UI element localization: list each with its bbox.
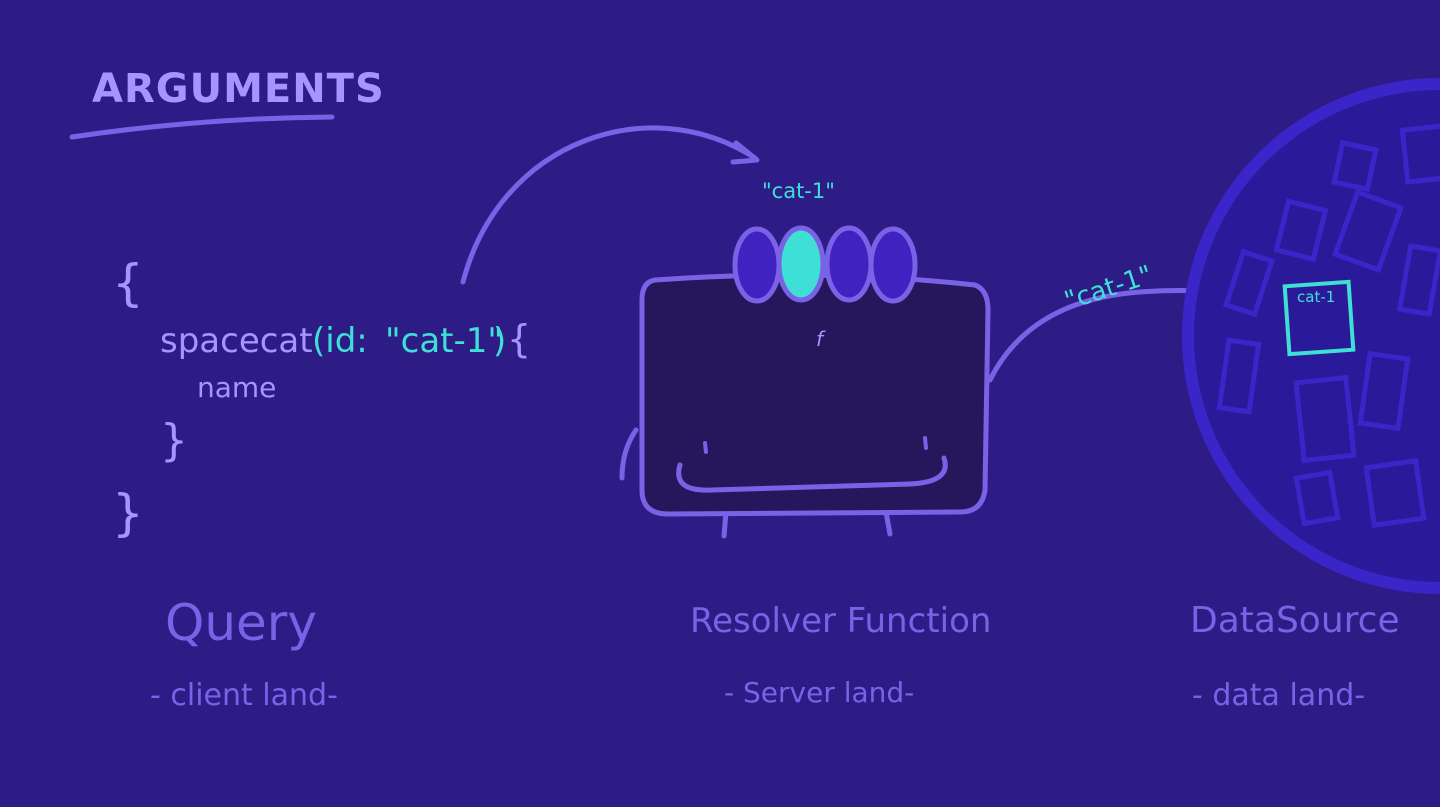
column-subtitle-datasource: - data land- <box>1192 678 1365 713</box>
column-title-query: Query <box>165 594 317 652</box>
column-subtitle-query: - client land- <box>150 678 338 713</box>
heading-underline <box>69 114 335 140</box>
datasource-record-label: cat-1 <box>1297 288 1335 306</box>
bead-2-active <box>776 225 826 303</box>
query-field: spacecat <box>160 321 313 361</box>
heading: ARGUMENTS <box>92 66 385 112</box>
query-arg-value: "cat-1" <box>385 321 503 361</box>
query-subfield: name <box>197 371 276 404</box>
resolver-symbol: f <box>816 327 826 351</box>
bead-3 <box>824 225 874 303</box>
record-box <box>1282 279 1356 357</box>
planet-icon <box>1182 78 1440 594</box>
resolver-robot-icon <box>619 225 991 539</box>
resolver-output-label: "cat-1" <box>1061 260 1156 316</box>
column-title-datasource: DataSource <box>1190 600 1400 641</box>
query-arg-open: (id: <box>312 321 368 361</box>
bead-4 <box>868 226 918 304</box>
query-inner-close: } <box>160 415 188 466</box>
resolver-input-label: "cat-1" <box>762 179 835 203</box>
query-inner-open: { <box>507 317 531 361</box>
column-subtitle-resolver: - Server land- <box>724 676 914 709</box>
bead-1 <box>732 226 782 304</box>
column-title-resolver: Resolver Function <box>690 601 991 641</box>
arrow-icon <box>460 125 760 285</box>
query-open-brace: { <box>112 254 144 312</box>
query-close-brace: } <box>112 484 144 542</box>
query-arg-close: ) <box>493 321 506 361</box>
